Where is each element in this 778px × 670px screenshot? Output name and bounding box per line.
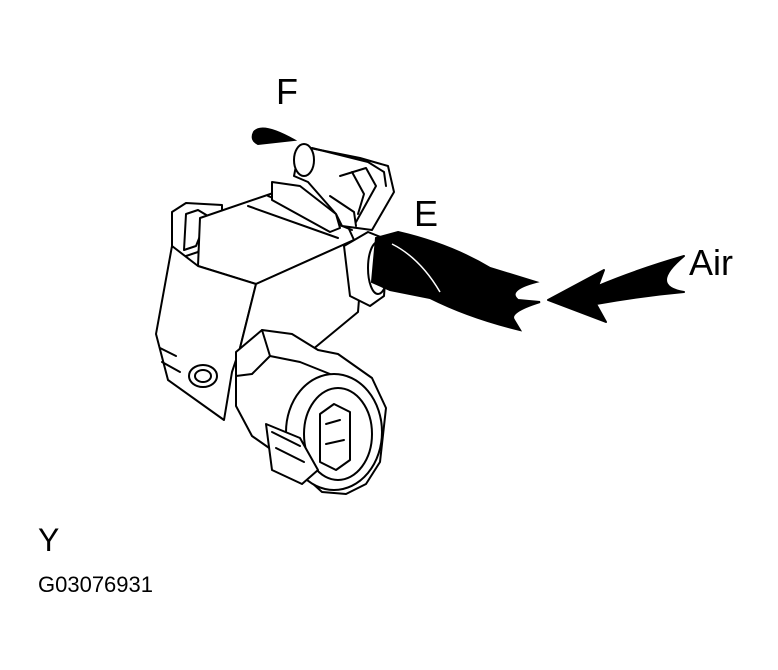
air-hose xyxy=(370,230,541,332)
air-flow-arrow xyxy=(547,255,685,323)
air-label: Air xyxy=(689,242,733,283)
electrical-connector xyxy=(235,329,387,495)
port-f-label: F xyxy=(276,71,298,112)
port-f-pipe xyxy=(271,143,395,233)
view-label: Y xyxy=(38,522,60,558)
port-f-flow-indicator xyxy=(251,127,298,146)
figure-code: G03076931 xyxy=(38,572,153,597)
port-e-label: E xyxy=(414,193,439,234)
